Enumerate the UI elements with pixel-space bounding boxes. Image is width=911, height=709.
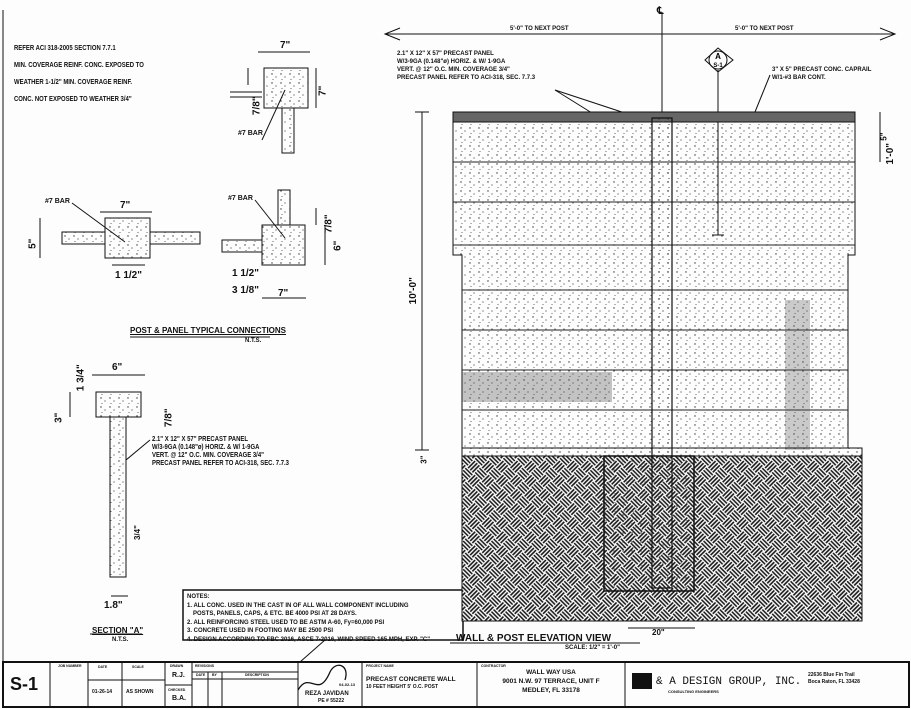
caprail-callout: 3" X 5" PRECAST CONC. CAPRAIL W/1-#3 BAR…: [772, 66, 871, 82]
notes-box: NOTES: 1. ALL CONC. USED IN THE CAST IN …: [187, 593, 430, 644]
note-item: 4. DESIGN ACCORDING TO FBC 2016, ASCE 7-…: [187, 636, 431, 643]
scale-label: SCALE: [132, 665, 144, 669]
dim-plan-width: 7": [120, 200, 131, 211]
callout-line: 2.1" X 12" X 57" PRECAST PANEL: [152, 436, 248, 443]
contractor-city: MEDLEY, FL 33178: [522, 687, 580, 694]
note-item: 2. ALL REINFORCING STEEL USED TO BE ASTM…: [187, 619, 385, 626]
connections-title: POST & PANEL TYPICAL CONNECTIONS: [130, 326, 287, 335]
callout-line: W/1-#3 BAR CONT.: [772, 75, 826, 81]
company-logo: [632, 673, 652, 689]
callout-line: VERT. @ 12" O.C. MIN. COVERAGE 3/4": [152, 452, 264, 460]
bar-label-top: #7 BAR: [238, 130, 263, 137]
right-span-label: 5'-0" TO NEXT POST: [735, 26, 794, 32]
checked-label: CHECKED: [168, 688, 186, 692]
height-dimension: 10'-0": [407, 277, 419, 305]
general-note: REFER ACI 318-2005 SECTION 7.7.1 MIN. CO…: [14, 40, 144, 108]
note-item: POSTS, PANELS, CAPS, & ETC. BE 4000 PSI …: [193, 611, 357, 617]
note-item: 1. ALL CONC. USED IN THE CAST IN OF ALL …: [187, 602, 409, 609]
centerline-symbol: ℄: [657, 6, 664, 17]
engineer-pe: PE # 55222: [318, 698, 345, 704]
section-a-title: SECTION "A": [92, 626, 144, 635]
contractor-name: WALL WAY USA: [526, 669, 576, 676]
date-value: 01-26-14: [92, 689, 113, 695]
notes-title: NOTES:: [187, 594, 210, 600]
left-span-label: 5'-0" TO NEXT POST: [510, 26, 569, 32]
section-a-dim-cover-top: 7/8": [163, 408, 175, 428]
dim-one-half: 1 1/2": [115, 270, 142, 281]
sheet-number: S-1: [10, 674, 39, 694]
elevation-title: WALL & POST ELEVATION VIEW: [456, 633, 612, 644]
elevation-scale: SCALE: 1/2" = 1'-0": [565, 645, 620, 651]
dim-six: 6": [332, 240, 344, 251]
drawn-by: R.J.: [172, 672, 185, 679]
bar-label-right: #7 BAR: [228, 195, 253, 202]
note-line: REFER ACI 318-2005 SECTION 7.7.1: [14, 45, 116, 52]
base-dimension: 3": [419, 455, 429, 464]
footing-width: 20": [652, 628, 665, 637]
company-name: & A DESIGN GROUP, INC.: [656, 676, 802, 688]
note-line: CONC. NOT EXPOSED TO WEATHER 3/4": [14, 96, 132, 103]
callout-line: W/3-9GA (0.148"ø) HORIZ. & W/ 1-9GA: [152, 444, 260, 452]
section-a-callout: 2.1" X 12" X 57" PRECAST PANEL W/3-9GA (…: [152, 436, 289, 468]
note-line: MIN. COVERAGE REINF. CONC. EXPOSED TO: [14, 62, 144, 69]
checked-by: B.A.: [172, 695, 186, 702]
project-label: PROJECT NAME: [366, 664, 394, 668]
project-name: PRECAST CONCRETE WALL: [366, 676, 456, 683]
bar-label-left: #7 BAR: [45, 198, 70, 205]
drawn-label: DRAWN: [170, 664, 184, 668]
dim-top-width: 7": [280, 40, 291, 51]
dim-seven-eighths: 7/8": [251, 96, 263, 116]
rev-col-by: BY: [212, 673, 217, 677]
section-a-dim-three: 3": [53, 412, 65, 423]
cap-dimension: 1'-0": [885, 142, 897, 165]
contractor-address: 9001 N.W. 97 TERRACE, UNIT F: [502, 678, 600, 685]
callout-line: 3" X 5" PRECAST CONC. CAPRAIL: [772, 67, 872, 73]
section-a-dim-top: 1 3/4": [75, 364, 87, 392]
callout-line: PRECAST PANEL REFER TO ACI-318, SEC. 7.7…: [397, 75, 536, 81]
callout-line: PRECAST PANEL REFER TO ACI-318, SEC. 7.7…: [152, 460, 289, 468]
callout-line: VERT. @ 12" O.C. MIN. COVERAGE 3/4": [397, 67, 510, 73]
dim-three-eighths: 3 1/8": [232, 285, 259, 296]
section-a-width: 6": [112, 362, 123, 373]
project-desc: 10 FEET HEIGHT 5' O.C. POST: [366, 684, 439, 690]
date-label: DATE: [98, 665, 108, 669]
section-a-subtitle: N.T.S.: [112, 637, 129, 643]
dim-plan-height: 5": [27, 238, 39, 249]
company-subtitle: CONSULTING ENGINEERS: [668, 689, 719, 694]
dim-height: 7": [317, 85, 329, 96]
callout-line: W/3-9GA (0.148"ø) HORIZ. & W/ 1-9GA: [397, 59, 506, 65]
note-line: WEATHER 1-1/2" MIN. COVERAGE REINF.: [14, 79, 133, 86]
contractor-label: CONTRACTOR: [481, 664, 506, 668]
scale-value: AS SHOWN: [126, 689, 154, 695]
dim-seven-eighths-b: 7/8": [323, 214, 335, 234]
address-line: 22636 Blue Fin Trail: [808, 672, 855, 678]
company-address: 22636 Blue Fin Trail Boca Raton, FL 3342…: [808, 672, 860, 686]
seal-date: 04-02-13: [339, 682, 356, 687]
section-a-dim-cover: 3/4": [132, 525, 142, 541]
contractor-info: WALL WAY USA 9001 N.W. 97 TERRACE, UNIT …: [477, 668, 625, 695]
job-number-label: JOB NUMBER: [58, 664, 82, 668]
cap-small-dimension: 5": [879, 132, 889, 141]
dim-one-half-b: 1 1/2": [232, 268, 259, 279]
dim-bottom: 7": [278, 288, 289, 299]
rev-col-description: DESCRIPTION: [245, 673, 269, 677]
revisions-label: REVISIONS: [195, 664, 215, 668]
address-line: Boca Raton, FL 33428: [808, 679, 860, 685]
callout-line: 2.1" X 12" X 57" PRECAST PANEL: [397, 51, 494, 57]
section-a-thickness: 1.8": [104, 600, 123, 611]
section-marker-bottom: S-1: [713, 63, 723, 69]
section-marker-top: A: [715, 52, 721, 61]
section-marker: A S-1: [713, 52, 723, 69]
engineer-name: REZA JAVIDAN: [305, 691, 349, 697]
note-item: 3. CONCRETE USED IN FOOTING MAY BE 2500 …: [187, 628, 334, 634]
connections-subtitle: N.T.S.: [245, 338, 262, 344]
panel-callout: 2.1" X 12" X 57" PRECAST PANEL W/3-9GA (…: [397, 50, 535, 82]
rev-col-date: DATE: [196, 673, 206, 677]
